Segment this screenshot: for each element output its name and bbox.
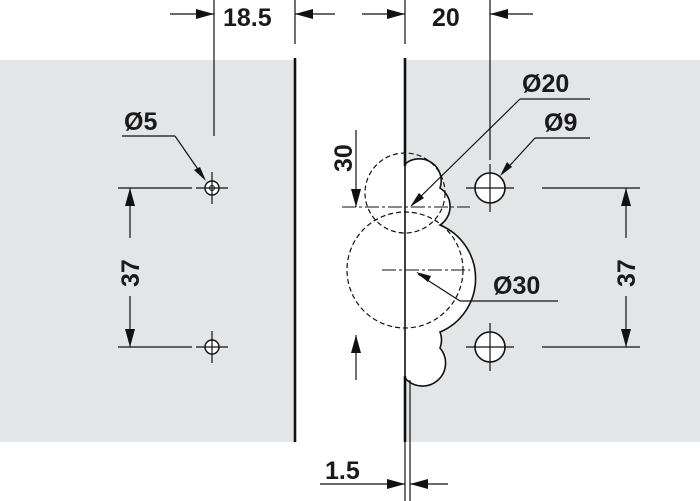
dim-30-depth [351, 130, 361, 380]
cup-cutout [404, 157, 477, 387]
dim-1-5-label: 1.5 [325, 457, 360, 485]
dia-20-leader [410, 98, 590, 207]
dim-37-right-label: 37 [613, 259, 641, 287]
dia-30-leader [416, 272, 558, 302]
dim-1-5 [320, 442, 448, 501]
dia-5-label: Ø5 [124, 108, 157, 136]
small-hole-top [196, 172, 228, 204]
dim-37-left-label: 37 [117, 259, 145, 287]
dim-30-label: 30 [330, 144, 358, 172]
dia-30-label: Ø30 [493, 272, 540, 300]
left-panel [0, 60, 295, 442]
dia-20-label: Ø20 [522, 70, 569, 98]
dim-37-right [542, 187, 640, 348]
dia-9-leader [500, 137, 590, 176]
large-hole-bottom [466, 323, 514, 371]
dia-5-leader [122, 135, 206, 181]
dim-18-5-label: 18.5 [223, 4, 272, 32]
large-hole-top [466, 164, 514, 212]
dim-37-left [118, 187, 192, 348]
dim-20 [362, 0, 533, 160]
small-hole-bottom [196, 331, 228, 363]
dia-9-label: Ø9 [544, 109, 577, 137]
dim-20-label: 20 [432, 4, 460, 32]
dim-18-5 [170, 0, 335, 136]
